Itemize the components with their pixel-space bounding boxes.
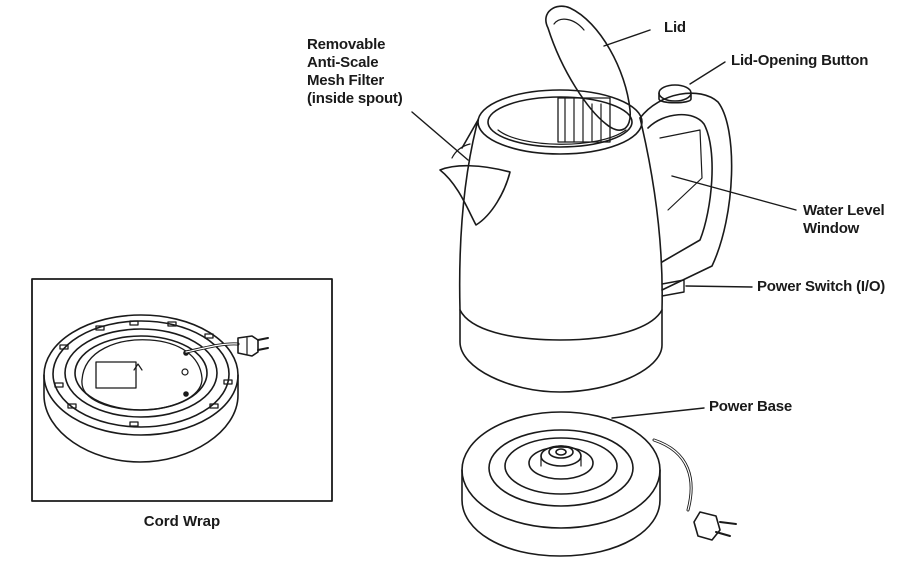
filter-callout: Removable Anti-Scale Mesh Filter (inside…	[307, 36, 403, 108]
power-base-callout-label: Power Base	[709, 398, 793, 415]
filter-callout-line-1: Removable	[307, 36, 386, 53]
filter-callout-line-4: (inside spout)	[307, 90, 403, 107]
cord-wrap-caption: Cord Wrap	[143, 513, 221, 530]
power-switch-callout: Power Switch (I/O)	[757, 278, 885, 296]
leader-power-switch	[685, 285, 753, 288]
leader-filter	[411, 111, 469, 161]
leader-power-base	[611, 407, 705, 419]
filter-callout-line-2: Anti-Scale	[307, 54, 379, 71]
lid-button-callout: Lid-Opening Button	[731, 52, 868, 70]
power-base-drawing	[461, 411, 737, 557]
kettle-body-drawing	[439, 5, 733, 393]
leader-lines	[411, 29, 797, 419]
leader-lid	[603, 29, 651, 47]
cord-wrap-inset	[31, 278, 333, 502]
power-base-callout: Power Base	[709, 398, 792, 416]
lid-button-callout-label: Lid-Opening Button	[731, 52, 869, 69]
filter-callout-line-3: Mesh Filter	[307, 72, 384, 89]
leader-lid-button	[689, 61, 726, 85]
water-window-callout: Water Level Window	[803, 202, 885, 238]
lid-callout-label: Lid	[664, 19, 686, 36]
lid-callout: Lid	[664, 19, 686, 37]
water-window-callout-line-1: Water Level	[803, 202, 885, 219]
inset-frame	[31, 278, 333, 502]
leader-water-window	[671, 175, 797, 211]
power-switch-callout-label: Power Switch (I/O)	[757, 278, 886, 295]
water-window-callout-line-2: Window	[803, 220, 860, 237]
